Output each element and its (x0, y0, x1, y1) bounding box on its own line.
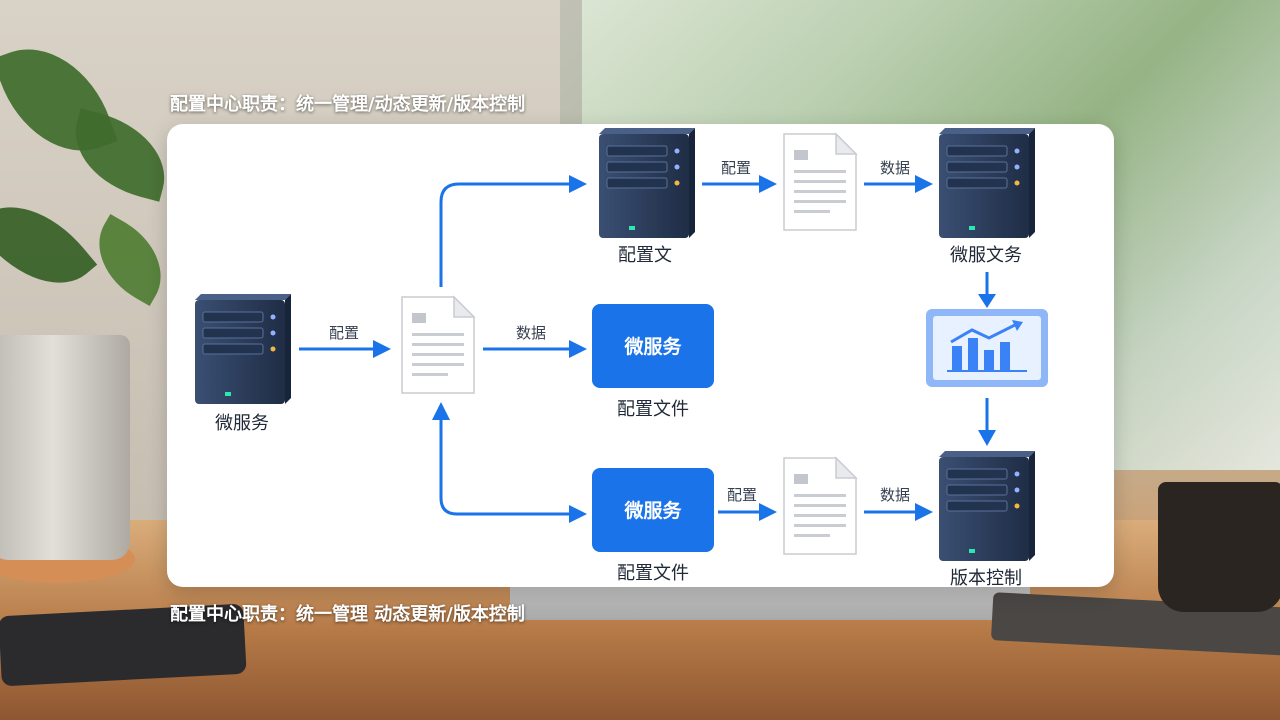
edge-server-to-dashboard (978, 272, 996, 308)
top-document-node (783, 133, 857, 231)
bottom-right-server-label: 版本控制 (950, 568, 1022, 587)
edge-top-doc-to-server: 数据 (864, 159, 933, 193)
document-icon (401, 296, 475, 394)
edge-top-server-to-doc: 配置 (702, 159, 777, 193)
right-top-server-node: 微服文务 (938, 127, 1036, 266)
coffee-mug (1158, 482, 1280, 612)
top-server-label: 配置文 (618, 245, 672, 266)
edge-label: 配置 (727, 486, 757, 504)
edge-left-to-doc: 配置 (299, 324, 391, 358)
edge-label: 配置 (329, 324, 359, 342)
caption-bottom: 配置中心职责：统一管理 动态更新/版本控制 (170, 604, 525, 625)
server-icon (598, 127, 696, 239)
server-icon (938, 127, 1036, 239)
service-box (592, 468, 714, 552)
edge-doc-to-top-server (439, 175, 587, 287)
server-icon (194, 293, 292, 405)
caption-top: 配置中心职责：统一管理/动态更新/版本控制 (170, 94, 526, 115)
middle-box-caption: 配置文件 (617, 399, 689, 420)
top-server-node: 配置文 (598, 127, 696, 266)
architecture-diagram: 微服务 配置 数据 (194, 127, 1048, 587)
edge-label: 数据 (880, 486, 910, 504)
left-server-node: 微服务 (194, 293, 292, 434)
edge-doc-to-middle-box: 数据 (483, 324, 587, 358)
bottom-document-node (783, 457, 857, 555)
middle-box-label: 微服务 (623, 335, 682, 358)
plant-pot (0, 335, 130, 560)
edge-label: 配置 (721, 159, 751, 177)
edge-bottom-doc-to-server: 数据 (864, 486, 933, 521)
bottom-service-node: 微服务 配置文件 (592, 468, 714, 584)
diagram-card: 微服务 配置 数据 (167, 124, 1114, 587)
bottom-box-caption: 配置文件 (617, 563, 689, 584)
bottom-box-label: 微服务 (623, 499, 682, 522)
edge-label: 数据 (880, 159, 910, 177)
right-top-server-label: 微服文务 (950, 245, 1022, 266)
edge-bottom-box-to-doc (432, 402, 587, 523)
dashboard-node (926, 309, 1048, 387)
edge-bottom-box-to-doc-right: 配置 (718, 486, 777, 521)
edge-dashboard-to-server (978, 398, 996, 446)
center-document-node (401, 296, 475, 394)
document-icon (783, 133, 857, 231)
middle-service-node: 微服务 配置文件 (592, 304, 714, 420)
service-box (592, 304, 714, 388)
left-server-label: 微服务 (215, 413, 269, 434)
chart-icon (947, 320, 1027, 372)
server-icon (938, 450, 1036, 562)
edge-label: 数据 (516, 324, 546, 342)
document-icon (783, 457, 857, 555)
bottom-right-server-node: 版本控制 (938, 450, 1036, 587)
